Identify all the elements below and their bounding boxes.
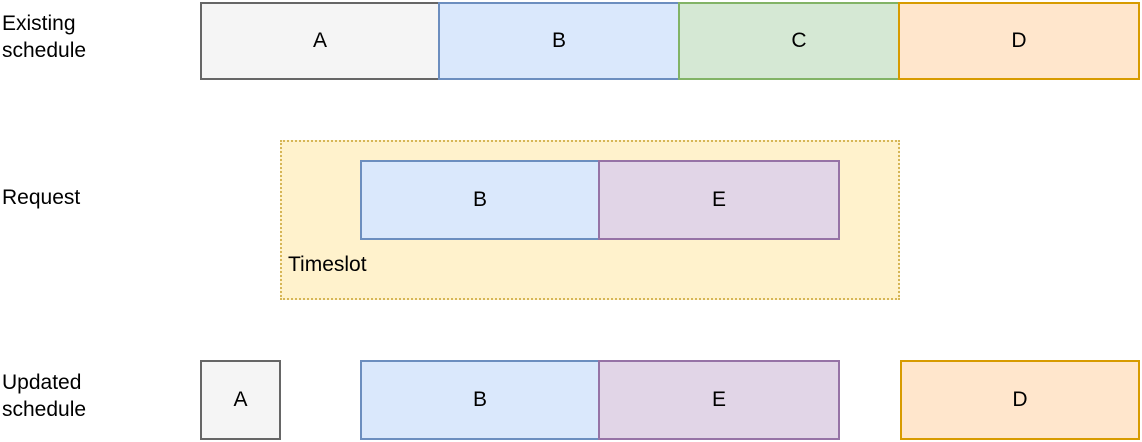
block-label: C	[791, 29, 807, 52]
updated-schedule-label: Updated schedule	[2, 371, 87, 421]
updated-block-d: D	[900, 360, 1140, 440]
existing-block-b: B	[438, 2, 680, 80]
block-label: E	[711, 388, 726, 411]
request-label: Request	[2, 186, 81, 209]
existing-block-c: C	[678, 2, 920, 80]
updated-block-a: A	[200, 360, 281, 440]
block-label: B	[472, 188, 487, 211]
block-label: B	[551, 29, 566, 52]
block-label: B	[472, 388, 487, 411]
block-label: D	[1012, 388, 1028, 411]
existing-block-d: D	[898, 2, 1140, 80]
block-label: D	[1011, 29, 1027, 52]
existing-block-a: A	[200, 2, 440, 80]
existing-schedule-label: Existing schedule	[2, 12, 87, 62]
block-label: A	[312, 29, 327, 52]
request-block-b: B	[360, 160, 600, 240]
updated-block-b: B	[360, 360, 600, 440]
block-label: E	[711, 188, 726, 211]
request-block-e: E	[598, 160, 840, 240]
timeslot-label: Timeslot	[288, 253, 367, 276]
block-label: A	[233, 388, 248, 411]
updated-block-e: E	[598, 360, 840, 440]
